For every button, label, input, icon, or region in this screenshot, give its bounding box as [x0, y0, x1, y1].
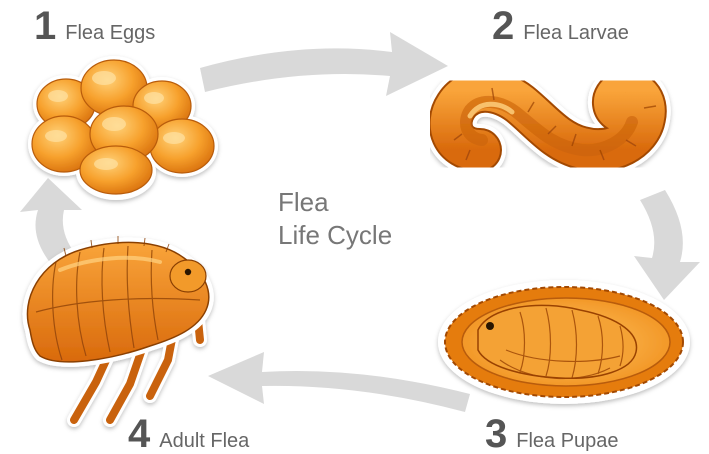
flea-larva-illustration	[451, 88, 656, 160]
stage-number: 1	[34, 4, 55, 49]
flea-pupa-illustration	[438, 280, 690, 404]
diagram-title-line1: Flea	[278, 186, 392, 219]
arrow-larvae-to-pupae	[634, 190, 700, 300]
stage-label-adult-flea: 4 Adult Flea	[128, 412, 249, 454]
diagram-title-line2: Life Cycle	[278, 219, 392, 252]
adult-flea-illustration	[27, 236, 208, 420]
arrow-pupae-to-adult	[208, 352, 470, 412]
stage-number: 2	[492, 4, 513, 49]
diagram-title: Flea Life Cycle	[278, 186, 392, 252]
stage-number: 3	[485, 412, 506, 454]
stage-name: Adult Flea	[159, 430, 249, 453]
stage-name: Flea Larvae	[523, 22, 629, 45]
stage-label-flea-eggs: 1 Flea Eggs	[34, 4, 155, 49]
flea-eggs-illustration	[28, 56, 218, 200]
stage-name: Flea Eggs	[65, 22, 155, 45]
stage-number: 4	[128, 412, 149, 454]
stage-label-flea-pupae: 3 Flea Pupae	[485, 412, 619, 454]
arrow-eggs-to-larvae	[200, 32, 448, 96]
stage-name: Flea Pupae	[516, 430, 618, 453]
stage-label-flea-larvae: 2 Flea Larvae	[492, 4, 629, 49]
